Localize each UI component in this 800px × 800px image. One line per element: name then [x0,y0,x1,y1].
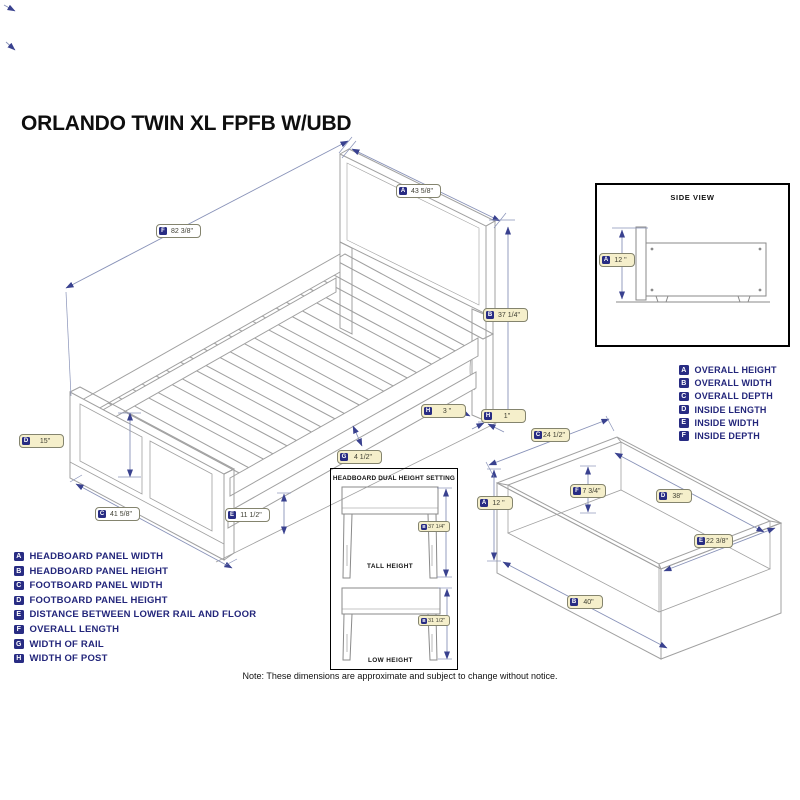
dim-label-drawer-depth: C 24 1/2" [531,428,570,442]
legend-letter-badge: H [14,653,24,664]
dim-label-headboard-width: A 43 5/8" [396,184,441,198]
legend-label: WIDTH OF POST [29,653,108,665]
legend-item: D INSIDE LENGTH [679,405,777,415]
dim-label-post-width-1: H 1" [481,409,526,423]
tall-height-caption: TALL HEIGHT [367,563,414,570]
legend-label: FOOTBOARD PANEL WIDTH [29,580,163,592]
legend-item: F INSIDE DEPTH [679,431,777,441]
dim-label-rail-to-floor: E 11 1/2" [225,508,270,522]
legend-letter-badge: C [14,580,24,591]
legend-item: A HEADBOARD PANEL WIDTH [14,551,256,562]
legend-item: D FOOTBOARD PANEL HEIGHT [14,595,256,606]
legend-label: INSIDE WIDTH [694,417,759,428]
legend-letter-badge: B [14,566,24,576]
legend-letter-badge: A [14,551,24,562]
legend-item: H WIDTH OF POST [14,653,256,664]
side-view-box: SIDE VIEW [595,183,790,347]
dim-label-sideview-height: A 12 " [599,253,635,267]
legend-label: FOOTBOARD PANEL HEIGHT [29,594,168,606]
drawer-dimension-lines [485,415,776,649]
legend-item: E INSIDE WIDTH [679,418,777,428]
dim-label-drawer-inside-length: D 38" [656,489,692,503]
stray-arrow-marks [3,4,16,51]
legend-letter-badge: G [14,639,24,649]
side-view-title: SIDE VIEW [670,193,715,202]
legend-letter-badge: A [679,365,689,375]
legend-label: INSIDE LENGTH [694,404,767,415]
dim-label-footboard-width: C 41 5/8" [95,507,140,521]
legend-label: WIDTH OF RAIL [29,638,104,650]
legend-item: G WIDTH OF RAIL [14,639,256,650]
legend-item: E DISTANCE BETWEEN LOWER RAIL AND FLOOR [14,609,256,620]
legend-letter-badge: D [679,404,689,415]
legend-label: INSIDE DEPTH [694,430,760,441]
dim-label-drawer-inside-width: E 22 3/8" [694,534,733,548]
legend-letter-badge: E [14,610,24,620]
legend-letter-badge: D [14,595,24,606]
page-title: ORLANDO TWIN XL FPFB W/UBD [21,112,352,135]
legend-label: OVERALL DEPTH [694,391,773,402]
headboard-setting-box: HEADBOARD DUAL HEIGHT SETTING [330,468,458,670]
dim-label-footboard-height: D 15" [19,434,64,448]
legend-item: C FOOTBOARD PANEL WIDTH [14,580,256,591]
headboard-setting-title: HEADBOARD DUAL HEIGHT SETTING [332,475,456,482]
legend-letter-badge: B [679,378,689,388]
bed-dimension-lines [65,136,515,569]
legend-label: HEADBOARD PANEL WIDTH [29,551,164,562]
dim-label-drawer-inside-depth: F 7 3/4" [570,484,606,498]
dim-label-overall-length: F 82 3/8" [156,224,201,238]
disclaimer-note: Note: These dimensions are approximate a… [242,671,558,681]
dim-label-tall-height: B 37 1/4" [418,521,451,532]
legend-letter-badge: E [679,418,689,428]
legend-letter-badge: C [679,391,689,402]
headboard-setting-drawing [341,486,441,661]
legend-item: F OVERALL LENGTH [14,624,256,635]
low-height-caption: LOW HEIGHT [368,657,413,664]
dim-label-post-width-3: H 3 " [421,404,466,418]
drawer-drawing [495,436,783,660]
dim-label-drawer-height: A 12 " [477,496,513,510]
legend-label: DISTANCE BETWEEN LOWER RAIL AND FLOOR [29,609,257,621]
dim-label-rail-width: G 4 1/2" [337,450,382,464]
legend-label: OVERALL HEIGHT [694,365,777,375]
dim-label-low-height: B 31 1/2" [418,615,451,626]
legend-label: OVERALL WIDTH [694,378,772,389]
legend-item: C OVERALL DEPTH [679,391,777,401]
bed-legend: A HEADBOARD PANEL WIDTH B HEADBOARD PANE… [14,551,256,668]
legend-letter-badge: F [679,431,689,441]
legend-letter-badge: F [14,624,24,635]
legend-item: B OVERALL WIDTH [679,378,777,388]
dim-label-headboard-height: B 37 1/4" [483,308,528,322]
legend-label: OVERALL LENGTH [29,623,120,635]
legend-item: A OVERALL HEIGHT [679,365,777,375]
legend-item: B HEADBOARD PANEL HEIGHT [14,566,256,577]
dim-label-drawer-width: B 40" [567,595,603,609]
side-view-drawing [616,226,770,303]
legend-label: HEADBOARD PANEL HEIGHT [29,565,169,577]
drawer-legend: A OVERALL HEIGHT B OVERALL WIDTH C OVERA… [679,365,777,444]
